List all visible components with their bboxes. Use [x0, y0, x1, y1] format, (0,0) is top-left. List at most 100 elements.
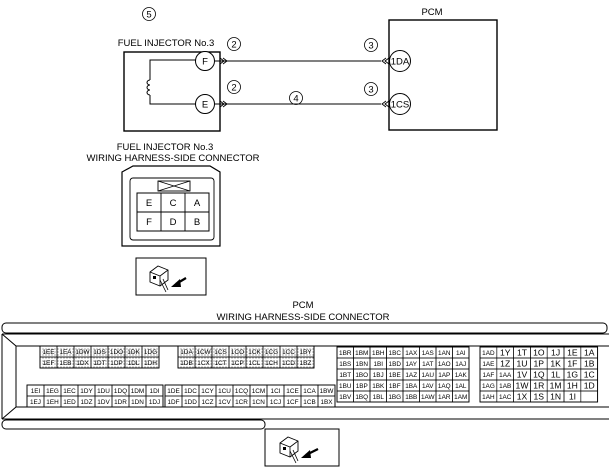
callout-wire-f: 2	[231, 40, 236, 51]
injector-connector-lock-cross	[157, 180, 191, 192]
pcm-pin-1dd: 1DD	[184, 399, 197, 406]
pcm-pin-cell	[145, 395, 164, 408]
pcm-pin-1x: 1X	[517, 392, 528, 402]
pcm-pin-1av: 1AV	[422, 383, 434, 390]
pcm-pin-1bk: 1BK	[372, 383, 385, 390]
pcm-pin-1d: 1D	[584, 381, 595, 391]
pcm-pin-1cl: 1CL	[249, 360, 261, 367]
pcm-pin-1bv: 1BV	[339, 394, 352, 401]
pcm-pin-1ax: 1AX	[405, 350, 418, 357]
pcm-pin-1dy: 1DY	[80, 388, 93, 395]
pcm-pin-1h: 1H	[567, 381, 578, 391]
injector-connector-title-1: FUEL INJECTOR No.3	[117, 142, 214, 153]
injector-pin-e	[195, 94, 215, 114]
pcm-pin-1q: 1Q	[533, 370, 545, 380]
pcm-pin-1cc: 1CC	[282, 349, 295, 356]
pcm-pin-1as: 1AS	[422, 350, 434, 357]
pcm-pin-1bd: 1BD	[389, 361, 402, 368]
pcm-pin-1dq: 1DQ	[114, 388, 127, 395]
pcm-pin-1ei: 1EI	[31, 388, 41, 395]
injector-cell-e: E	[146, 198, 152, 209]
pcm-pin-1dj: 1DJ	[149, 399, 160, 406]
pcm-pin-1ea: 1EA	[59, 349, 72, 356]
pcm-title: PCM	[421, 7, 442, 18]
pcm-pin-1ca: 1CA	[303, 388, 316, 395]
pcm-pin-1ad: 1AD	[482, 350, 495, 357]
pcm-pin-1bm: 1BM	[355, 350, 368, 357]
pcm-pin-1ci: 1CI	[271, 388, 281, 395]
pcm-pin-1cg: 1CG	[265, 349, 278, 356]
pcm-pin-1aj: 1AJ	[455, 361, 466, 368]
pcm-pin-cell	[317, 395, 336, 408]
pcm-pin-1ar: 1AR	[438, 394, 451, 401]
pcm-connector-title-1: PCM	[292, 300, 313, 311]
pcm-pin-1dv: 1DV	[97, 399, 110, 406]
pcm-pin-1i: 1I	[569, 392, 576, 402]
pcm-pin-1cs-label: 1CS	[391, 100, 409, 111]
pcm-pin-1cw: 1CW	[196, 349, 211, 356]
pcm-pin-1da: 1DA	[180, 349, 193, 356]
pcm-pin-1cd: 1CD	[282, 360, 295, 367]
pcm-pin-1ck: 1CK	[248, 349, 261, 356]
pcm-pin-1cn: 1CN	[252, 399, 265, 406]
callout-circle	[227, 80, 241, 94]
callout-wire-e: 2	[231, 83, 236, 94]
injector-connector-marks	[219, 57, 228, 108]
pcm-pin-1ay: 1AY	[405, 361, 417, 368]
pcm-pin-1e: 1E	[567, 348, 578, 358]
pcm-pin-1da	[389, 50, 411, 72]
injector-cell-f: F	[146, 217, 152, 228]
pcm-pin-1ap: 1AP	[438, 372, 450, 379]
pcm-pin-1v: 1V	[517, 370, 528, 380]
pcm-pin-block-outline	[479, 346, 599, 403]
injector-connector-title-2: WIRING HARNESS-SIDE CONNECTOR	[87, 153, 260, 164]
pcm-connector-marks	[381, 57, 390, 108]
callout-pcm-1da: 3	[368, 41, 373, 52]
pcm-pin-1dk: 1DK	[127, 349, 140, 356]
pcm-pin-1au: 1AU	[422, 372, 435, 379]
pcm-pin-1cy: 1CY	[201, 388, 214, 395]
pcm-pin-1l: 1L	[551, 370, 561, 380]
pcm-pin-1bc: 1BC	[389, 350, 402, 357]
pcm-pin-1ds: 1DS	[93, 349, 105, 356]
injector-pin-f-label: F	[202, 57, 208, 68]
pcm-pin-1eh: 1EH	[46, 399, 59, 406]
pcm-pin-1cv: 1CV	[218, 399, 231, 406]
pcm-connector-bottom-rail	[1, 419, 266, 430]
pcm-pin-1bn: 1BN	[356, 361, 369, 368]
pcm-pin-1ct: 1CT	[214, 360, 226, 367]
pcm-pin-1bu: 1BU	[339, 383, 352, 390]
callout-circle	[142, 7, 156, 21]
pcm-pin-1ec: 1EC	[63, 388, 76, 395]
pcm-pin-1cr: 1CR	[235, 399, 248, 406]
callout-circle	[364, 38, 378, 52]
pcm-pin-1bx: 1BX	[320, 399, 333, 406]
pcm-pin-1dm: 1DM	[131, 388, 145, 395]
view-direction-icon	[149, 265, 187, 293]
pcm-pin-1df: 1DF	[167, 399, 179, 406]
pcm-pin-1m: 1M	[550, 381, 562, 391]
view-direction-box	[135, 257, 207, 296]
pcm-pin-1ak: 1AK	[455, 372, 468, 379]
pcm-pin-1dw: 1DW	[75, 349, 90, 356]
pcm-pin-1eb: 1EB	[59, 360, 71, 367]
pcm-view-direction-icon	[279, 436, 319, 464]
pcm-pin-1co: 1CO	[231, 349, 244, 356]
pcm-pin-1do: 1DO	[110, 349, 123, 356]
callout-circle	[364, 82, 378, 96]
pcm-pin-1cm: 1CM	[252, 388, 266, 395]
pcm-pin-1c: 1C	[584, 370, 595, 380]
pcm-pin-1bz: 1BZ	[300, 360, 312, 367]
callout-injector: 5	[146, 10, 151, 21]
pcm-pin-1u: 1U	[517, 359, 528, 369]
pcm-pin-1w: 1W	[516, 381, 530, 391]
pcm-pin-1aq: 1AQ	[438, 383, 451, 390]
pcm-pin-1dl: 1DL	[128, 360, 140, 367]
injector-pin-e-label: E	[202, 100, 208, 111]
pcm-pin-1cz: 1CZ	[201, 399, 213, 406]
